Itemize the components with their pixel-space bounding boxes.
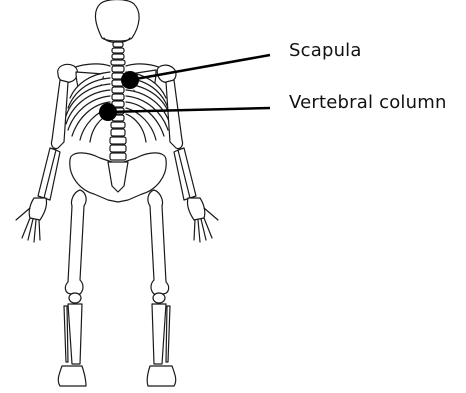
scapula-pointer-dot [121, 71, 139, 89]
left-foot [58, 366, 86, 386]
skull [96, 0, 140, 41]
left-fibula [64, 306, 68, 362]
cervical-vertebrae [111, 42, 125, 65]
vertebral-pointer-dot [99, 103, 117, 121]
left-forearm [38, 148, 60, 200]
right-femur [148, 190, 169, 294]
left-patella [69, 293, 81, 303]
left-hand [16, 198, 47, 242]
vertebral-column-label: Vertebral column [289, 92, 447, 113]
left-tibia [68, 304, 82, 364]
right-foot [147, 366, 176, 386]
right-hand [187, 198, 218, 242]
left-humerus [51, 80, 68, 149]
left-femur [65, 190, 86, 294]
right-tibia [152, 304, 166, 364]
right-fibula [166, 306, 170, 362]
right-forearm [174, 148, 196, 200]
right-patella [153, 293, 165, 303]
right-humerus [166, 80, 183, 149]
scapula-label: Scapula [289, 40, 362, 61]
